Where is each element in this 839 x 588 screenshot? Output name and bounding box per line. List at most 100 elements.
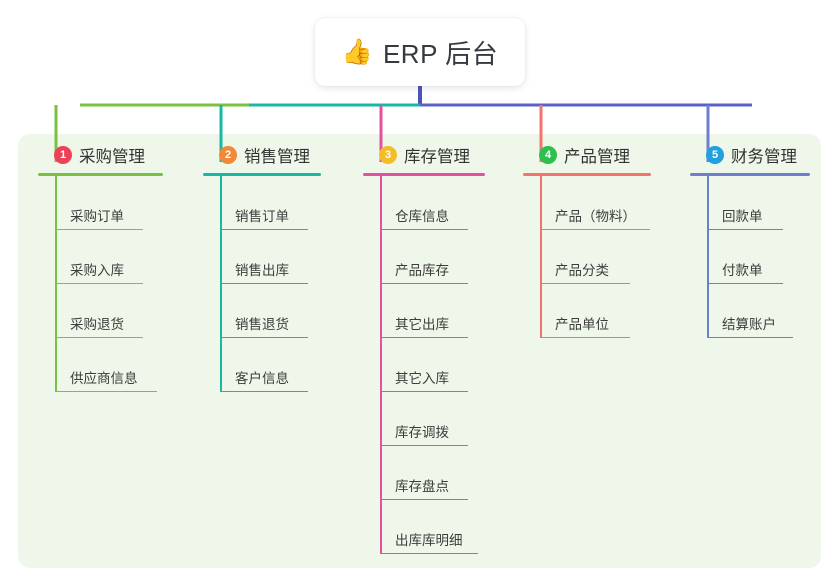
leaf-underline — [380, 498, 468, 500]
leaf-label: 付款单 — [722, 263, 763, 278]
leaf-underline — [220, 390, 308, 392]
column-underline — [690, 173, 810, 176]
column-spine — [55, 176, 57, 392]
column-title: 采购管理 — [79, 148, 145, 166]
leaf-label: 采购入库 — [70, 263, 124, 278]
leaf-label: 销售出库 — [235, 263, 289, 278]
column-header-5[interactable]: 5 财务管理 — [690, 134, 839, 176]
column-items: 采购订单采购入库采购退货供应商信息 — [38, 176, 203, 392]
column-badge-2: 2 — [219, 146, 237, 164]
leaf-underline — [380, 552, 478, 554]
leaf-label: 销售退货 — [235, 317, 289, 332]
column-header-4[interactable]: 4 产品管理 — [523, 134, 688, 176]
column-badge-1: 1 — [54, 146, 72, 164]
column-销售管理: 2 销售管理销售订单销售出库销售退货客户信息 — [203, 134, 368, 392]
leaf-item[interactable]: 采购退货 — [38, 284, 203, 338]
column-items: 仓库信息产品库存其它出库其它入库库存调拨库存盘点出库库明细 — [363, 176, 528, 554]
leaf-item[interactable]: 产品库存 — [363, 230, 528, 284]
column-title: 产品管理 — [564, 148, 630, 166]
leaf-label: 采购订单 — [70, 209, 124, 224]
leaf-label: 供应商信息 — [70, 371, 138, 386]
column-spine — [220, 176, 222, 392]
leaf-item[interactable]: 结算账户 — [690, 284, 839, 338]
leaf-item[interactable]: 其它入库 — [363, 338, 528, 392]
leaf-label: 客户信息 — [235, 371, 289, 386]
column-underline — [203, 173, 321, 176]
leaf-underline — [540, 282, 630, 284]
column-库存管理: 3 库存管理仓库信息产品库存其它出库其它入库库存调拨库存盘点出库库明细 — [363, 134, 528, 554]
leaf-item[interactable]: 销售出库 — [203, 230, 368, 284]
column-underline — [363, 173, 485, 176]
leaf-label: 仓库信息 — [395, 209, 449, 224]
leaf-label: 产品（物料） — [555, 209, 636, 224]
leaf-item[interactable]: 库存调拨 — [363, 392, 528, 446]
leaf-label: 库存盘点 — [395, 479, 449, 494]
leaf-underline — [55, 228, 143, 230]
column-underline — [38, 173, 163, 176]
column-items: 回款单付款单结算账户 — [690, 176, 839, 338]
leaf-item[interactable]: 付款单 — [690, 230, 839, 284]
column-spine — [540, 176, 542, 338]
root-title: ERP 后台 — [382, 38, 499, 69]
leaf-label: 产品分类 — [555, 263, 609, 278]
leaf-underline — [707, 282, 783, 284]
leaf-label: 库存调拨 — [395, 425, 449, 440]
leaf-item[interactable]: 出库库明细 — [363, 500, 528, 554]
leaf-item[interactable]: 库存盘点 — [363, 446, 528, 500]
leaf-item[interactable]: 产品分类 — [523, 230, 688, 284]
leaf-label: 产品库存 — [395, 263, 449, 278]
leaf-underline — [540, 336, 630, 338]
column-spine — [380, 176, 382, 554]
leaf-label: 销售订单 — [235, 209, 289, 224]
column-title: 库存管理 — [404, 148, 470, 166]
leaf-underline — [380, 282, 468, 284]
leaf-item[interactable]: 供应商信息 — [38, 338, 203, 392]
column-采购管理: 1 采购管理采购订单采购入库采购退货供应商信息 — [38, 134, 203, 392]
column-container: 1 采购管理采购订单采购入库采购退货供应商信息 2 销售管理销售订单销售出库销售退货客… — [18, 134, 821, 568]
leaf-underline — [220, 282, 308, 284]
thumbs-up-icon: 👍 — [341, 37, 373, 66]
leaf-label: 回款单 — [722, 209, 763, 224]
leaf-label: 其它入库 — [395, 371, 449, 386]
leaf-item[interactable]: 采购订单 — [38, 176, 203, 230]
column-spine — [707, 176, 709, 338]
leaf-item[interactable]: 产品（物料） — [523, 176, 688, 230]
column-title: 财务管理 — [731, 148, 797, 166]
leaf-underline — [707, 336, 793, 338]
leaf-item[interactable]: 客户信息 — [203, 338, 368, 392]
leaf-label: 其它出库 — [395, 317, 449, 332]
leaf-item[interactable]: 销售订单 — [203, 176, 368, 230]
leaf-item[interactable]: 仓库信息 — [363, 176, 528, 230]
leaf-label: 结算账户 — [722, 317, 776, 332]
leaf-item[interactable]: 产品单位 — [523, 284, 688, 338]
leaf-underline — [55, 390, 157, 392]
leaf-item[interactable]: 其它出库 — [363, 284, 528, 338]
root-node[interactable]: 👍 ERP 后台 — [315, 18, 525, 86]
leaf-underline — [380, 444, 468, 446]
leaf-underline — [540, 228, 650, 230]
column-badge-4: 4 — [539, 146, 557, 164]
leaf-label: 出库库明细 — [395, 533, 463, 548]
leaf-underline — [220, 336, 308, 338]
column-badge-3: 3 — [379, 146, 397, 164]
leaf-underline — [55, 336, 143, 338]
leaf-label: 产品单位 — [555, 317, 609, 332]
leaf-item[interactable]: 采购入库 — [38, 230, 203, 284]
column-header-1[interactable]: 1 采购管理 — [38, 134, 203, 176]
column-header-3[interactable]: 3 库存管理 — [363, 134, 528, 176]
column-title: 销售管理 — [244, 148, 310, 166]
column-header-2[interactable]: 2 销售管理 — [203, 134, 368, 176]
leaf-item[interactable]: 销售退货 — [203, 284, 368, 338]
column-badge-5: 5 — [706, 146, 724, 164]
column-items: 产品（物料） 产品分类产品单位 — [523, 176, 688, 338]
leaf-underline — [707, 228, 783, 230]
leaf-underline — [380, 228, 468, 230]
leaf-underline — [55, 282, 143, 284]
leaf-underline — [380, 390, 468, 392]
leaf-item[interactable]: 回款单 — [690, 176, 839, 230]
column-items: 销售订单销售出库销售退货客户信息 — [203, 176, 368, 392]
column-财务管理: 5 财务管理回款单付款单结算账户 — [690, 134, 839, 338]
content-panel — [18, 134, 821, 568]
leaf-label: 采购退货 — [70, 317, 124, 332]
